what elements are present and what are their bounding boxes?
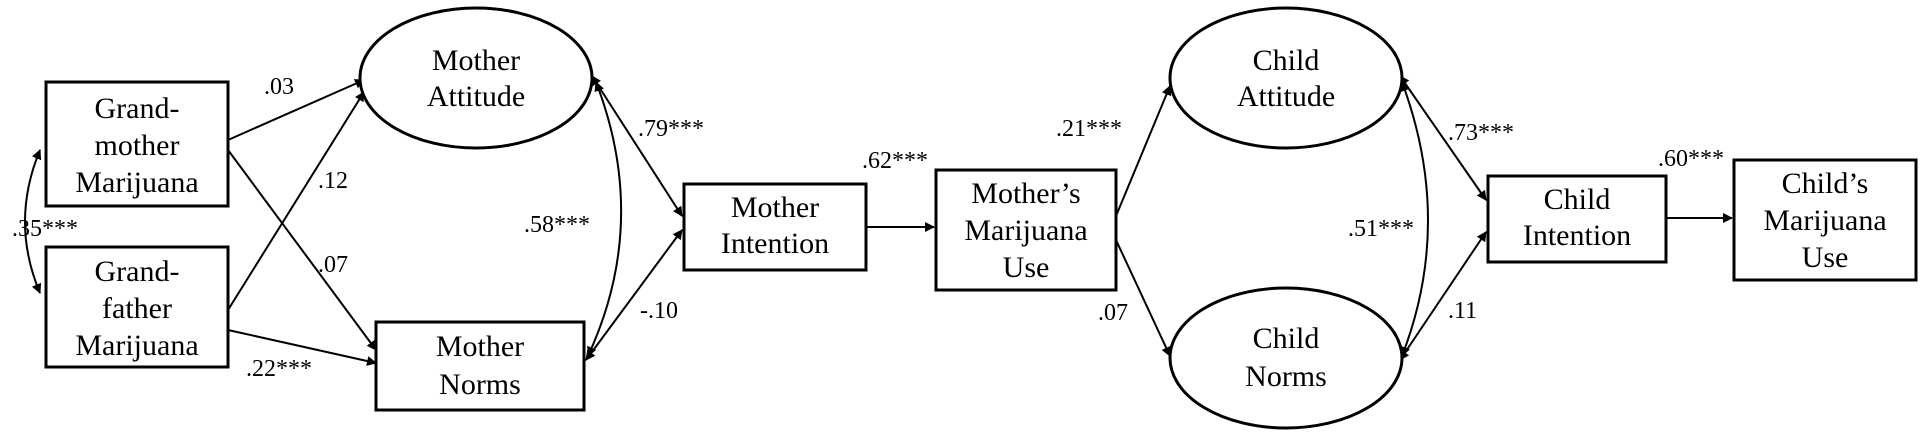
- node-label-line: Mother’s: [971, 177, 1080, 210]
- node-label-line: Use: [1802, 241, 1849, 274]
- coef-ma-mn-cov: .58***: [524, 212, 590, 238]
- node-childs-marijuana-use: Child’s Marijuana Use: [1732, 158, 1918, 282]
- coef-mn-mi: -.10: [640, 298, 678, 324]
- node-label-line: Attitude: [427, 80, 525, 113]
- node-label-line: Norms: [439, 368, 521, 401]
- edge-gm-ma: [227, 79, 365, 141]
- edge-gm-gf-cov: [24, 149, 42, 294]
- node-label-line: Intention: [721, 227, 829, 260]
- node-label-line: Grand-: [95, 92, 180, 125]
- edge-ca-ci: [1399, 75, 1487, 201]
- node-label-line: mother: [95, 129, 180, 162]
- node-child-norms: Child Norms: [1168, 286, 1404, 430]
- node-label-line: Marijuana: [75, 166, 198, 199]
- coef-ci-cu: .60***: [1658, 146, 1724, 172]
- node-label-line: Child: [1253, 44, 1320, 77]
- node-label-line: Child: [1544, 183, 1611, 216]
- node-child-attitude: Child Attitude: [1168, 6, 1404, 150]
- edge-mn-mi: [585, 229, 683, 361]
- edge-gf-mn: [227, 329, 377, 366]
- node-label-line: father: [102, 292, 172, 325]
- edge-ca-cn-cov: [1400, 81, 1429, 357]
- coef-gf-mn: .22***: [246, 356, 312, 382]
- node-mother-intention: Mother Intention: [682, 182, 868, 272]
- coef-gm-gf-cov: .35***: [12, 216, 78, 242]
- node-label-line: Intention: [1523, 219, 1631, 252]
- edge-gf-ma: [227, 91, 365, 311]
- coef-gf-ma: .12: [318, 168, 348, 194]
- node-grandmother-marijuana: Grand- mother Marijuana: [44, 80, 230, 208]
- node-label-line: Norms: [1245, 360, 1327, 393]
- node-label-line: Mother: [432, 44, 520, 77]
- coef-ca-ci: .73***: [1448, 120, 1514, 146]
- node-label-line: Attitude: [1237, 80, 1335, 113]
- node-label-line: Child: [1253, 322, 1320, 355]
- node-label-line: Child’s: [1782, 167, 1869, 200]
- node-label-line: Mother: [731, 191, 819, 224]
- coef-ca-cn-cov: .51***: [1348, 216, 1414, 242]
- node-label-line: Marijuana: [964, 214, 1087, 247]
- coef-mu-ca: .21***: [1056, 116, 1122, 142]
- coefficient-labels: .03 .12 .07 .22*** .35*** .79*** .58*** …: [12, 74, 1724, 382]
- coef-cn-ci: .11: [1448, 298, 1477, 324]
- node-child-intention: Child Intention: [1486, 174, 1668, 264]
- coef-ma-mi: .79***: [638, 116, 704, 142]
- coef-gm-mn: .07: [318, 252, 348, 278]
- edge-mu-ca: [1115, 85, 1172, 217]
- edge-ma-mi: [591, 75, 683, 217]
- node-label-line: Grand-: [95, 255, 180, 288]
- node-mother-attitude: Mother Attitude: [358, 6, 594, 150]
- node-grandfather-marijuana: Grand- father Marijuana: [44, 245, 230, 369]
- edge-ma-mn-cov: [587, 81, 623, 357]
- node-label-line: Marijuana: [75, 329, 198, 362]
- edge-mu-cn: [1115, 239, 1171, 357]
- node-mother-norms: Mother Norms: [374, 320, 586, 412]
- node-label-line: Marijuana: [1763, 204, 1886, 237]
- node-label-line: Use: [1003, 251, 1050, 284]
- edge-gm-mn: [227, 149, 377, 351]
- coef-mi-mu: .62***: [862, 148, 928, 174]
- edges: [24, 75, 1733, 366]
- node-mothers-marijuana-use: Mother’s Marijuana Use: [934, 168, 1118, 292]
- node-label-line: Mother: [436, 330, 524, 363]
- edge-cn-ci: [1399, 231, 1487, 361]
- coef-gm-ma: .03: [264, 74, 294, 100]
- coef-mu-cn: .07: [1098, 300, 1128, 326]
